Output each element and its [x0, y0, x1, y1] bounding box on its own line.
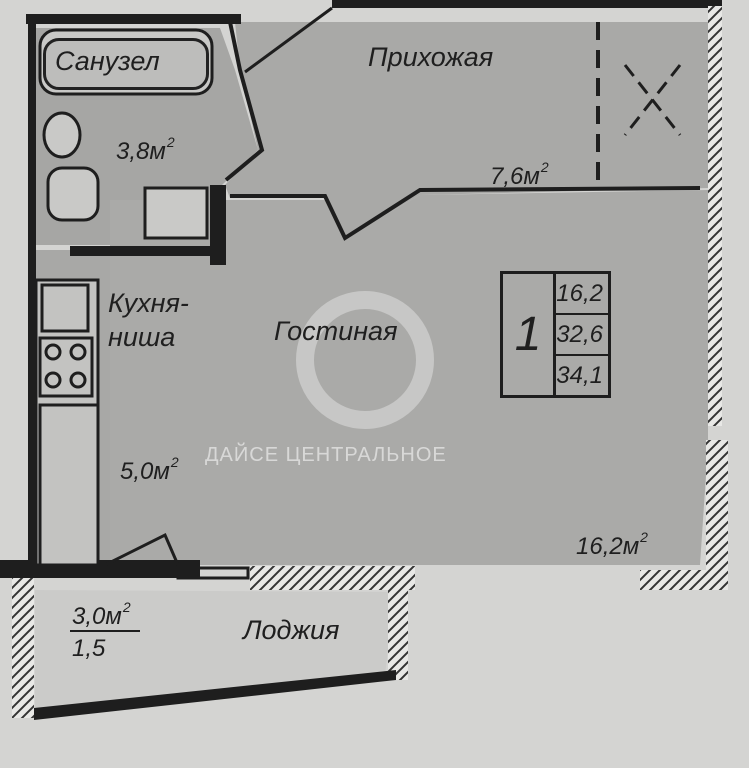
- loggia-door-swing: [104, 532, 180, 567]
- kitchen-name-line2: ниша: [108, 322, 176, 352]
- loggia-name: Лоджия: [243, 615, 340, 645]
- partition-hall-living: [230, 186, 701, 241]
- loggia-wall-left: [12, 578, 34, 718]
- living-name: Гостиная: [274, 316, 398, 346]
- hall-area: 7,6м2: [490, 159, 549, 190]
- bathroom-area: 3,8м2: [116, 134, 175, 165]
- wall-left-inner: [28, 22, 36, 567]
- watermark-text: ДАЙСЕ ЦЕНТРАЛЬНОЕ: [205, 444, 447, 466]
- burner-4: [69, 371, 87, 389]
- watermark-logo: [296, 291, 434, 429]
- kitchen-area: 5,0м2: [120, 454, 179, 485]
- burner-2: [69, 343, 87, 361]
- loggia-door-frame: [176, 566, 250, 580]
- wall-top-right: [332, 0, 722, 8]
- bathroom-name: Санузел: [55, 46, 160, 76]
- loggia-area-divider: [70, 630, 140, 632]
- loggia-reduced-area: 1,5: [72, 635, 106, 662]
- kitchen-name-line1: Кухня-: [108, 288, 189, 318]
- hall-floor: [225, 22, 708, 238]
- wall-bottom-right: [640, 570, 728, 590]
- area-values: 16,2 32,6 34,1: [556, 274, 608, 395]
- kitchen-sink: [40, 283, 90, 333]
- living-area-total: 16,2: [556, 274, 608, 315]
- fridge: [38, 403, 100, 567]
- wall-bathroom-right: [210, 185, 226, 265]
- wall-right-lower: [706, 440, 728, 590]
- bathtub-label-frame: [43, 38, 209, 90]
- closet-symbol: [623, 64, 682, 136]
- washing-machine: [143, 186, 209, 240]
- doors: [104, 6, 333, 580]
- toilet-tank: [46, 166, 100, 222]
- area-summary-table: 1 16,2 32,6 34,1: [500, 271, 611, 398]
- burner-1: [44, 343, 62, 361]
- living-area: 16,2м2: [576, 529, 648, 560]
- wall-top-left: [26, 14, 241, 24]
- total-area: 32,6: [556, 315, 608, 356]
- wall-right: [708, 6, 722, 426]
- burner-3: [44, 371, 62, 389]
- loggia-area: 3,0м2: [72, 599, 131, 630]
- sink: [42, 111, 82, 159]
- rooms-count: 1: [503, 274, 557, 395]
- partition-bathroom-hall: [224, 21, 265, 182]
- loggia-wall-right: [388, 585, 408, 680]
- living-floor: [110, 190, 708, 565]
- entrance-door-swing: [244, 6, 333, 74]
- total-area-with-loggia: 34,1: [556, 361, 603, 389]
- wall-bottom-mid: [250, 566, 415, 590]
- loggia-wall-bottom: [34, 670, 396, 720]
- wall-kitchen-top: [70, 246, 225, 256]
- hall-name: Прихожая: [368, 42, 494, 72]
- kitchen-fixtures: [34, 278, 100, 567]
- partitions: [224, 21, 701, 241]
